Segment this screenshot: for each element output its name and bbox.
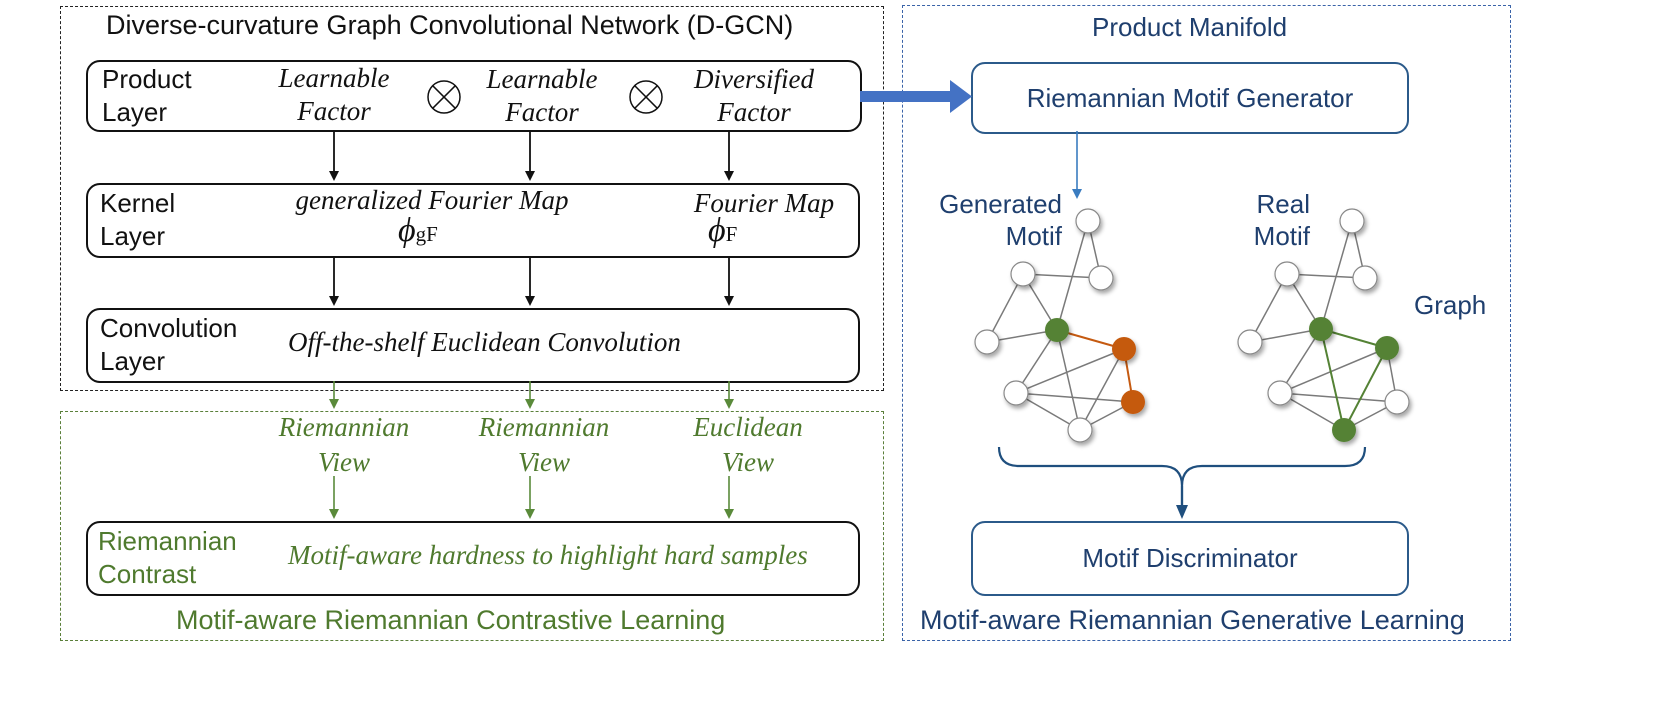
arrow-product-to-generator (860, 80, 972, 113)
contrastive-panel-title: Motif-aware Riemannian Contrastive Learn… (176, 605, 726, 635)
motif-discriminator-box: Motif Discriminator (971, 521, 1409, 596)
graph-node (1339, 208, 1365, 234)
product-manifold-header: Product Manifold (1092, 12, 1288, 42)
graph-node-motif (1332, 418, 1356, 442)
graph-node (1075, 208, 1101, 234)
dgcn-panel (60, 6, 884, 391)
generated-motif-label: Generated Motif (939, 189, 1062, 251)
view-1: Riemannian View (278, 412, 410, 477)
product-factor-2: Learnable Factor (486, 64, 598, 127)
graph-node (1267, 380, 1293, 406)
real-motif-label: Real Motif (1253, 189, 1310, 251)
product-layer-box (86, 60, 862, 132)
graph-node-motif (1309, 317, 1333, 341)
graph-node (1088, 265, 1114, 291)
view-2: Riemannian View (478, 412, 610, 477)
dgcn-title: Diverse-curvature Graph Convolutional Ne… (106, 10, 794, 40)
generalized-fourier-map-label: generalized Fourier Map (295, 185, 569, 215)
graph-label: Graph (1414, 290, 1487, 320)
generative-panel (902, 5, 1511, 641)
motif-discriminator-label: Motif Discriminator (1082, 543, 1298, 573)
kernel-layer-box (86, 183, 860, 258)
riemannian-contrast-label: Riemannian Contrast (98, 526, 237, 589)
graph-node (974, 329, 1000, 355)
graph-node (1352, 265, 1378, 291)
graph-node (1237, 329, 1263, 355)
graph-node-motif (1045, 318, 1069, 342)
graph-node (1384, 389, 1410, 415)
phi-gf-symbol: ϕgF (398, 212, 438, 249)
graph-node (1067, 417, 1093, 443)
brace-merge (997, 446, 1367, 506)
real-motif-graph (1237, 208, 1410, 442)
convolution-text: Off-the-shelf Euclidean Convolution (288, 327, 681, 357)
graph-node-motif (1375, 336, 1399, 360)
otimes-operator-2 (629, 80, 663, 114)
view-3: Euclidean View (693, 412, 803, 477)
graph-node (1274, 261, 1300, 287)
graph-node-generated (1112, 337, 1136, 361)
motif-generator-label: Riemannian Motif Generator (1026, 82, 1354, 113)
convolution-layer-box (86, 308, 860, 383)
riemannian-contrast-box (86, 521, 860, 596)
product-layer-label: Product Layer (102, 64, 192, 127)
kernel-layer-label: Kernel Layer (100, 188, 176, 251)
graph-node (1003, 380, 1029, 406)
generative-panel-title: Motif-aware Riemannian Generative Learni… (920, 605, 1465, 635)
graph-node-generated (1121, 390, 1145, 414)
product-factor-1: Learnable Factor (278, 63, 390, 126)
product-factor-3: Diversified Factor (694, 64, 814, 127)
convolution-layer-label: Convolution Layer (100, 313, 238, 376)
motif-generator-box: Riemannian Motif Generator (971, 62, 1409, 134)
graph-node (1010, 261, 1036, 287)
otimes-operator-1 (427, 80, 461, 114)
contrastive-panel (60, 411, 884, 641)
contrast-text: Motif-aware hardness to highlight hard s… (288, 540, 808, 570)
fourier-map-label: Fourier Map (693, 188, 835, 218)
phi-f-symbol: ϕF (708, 212, 738, 249)
generated-motif-graph (974, 208, 1145, 443)
